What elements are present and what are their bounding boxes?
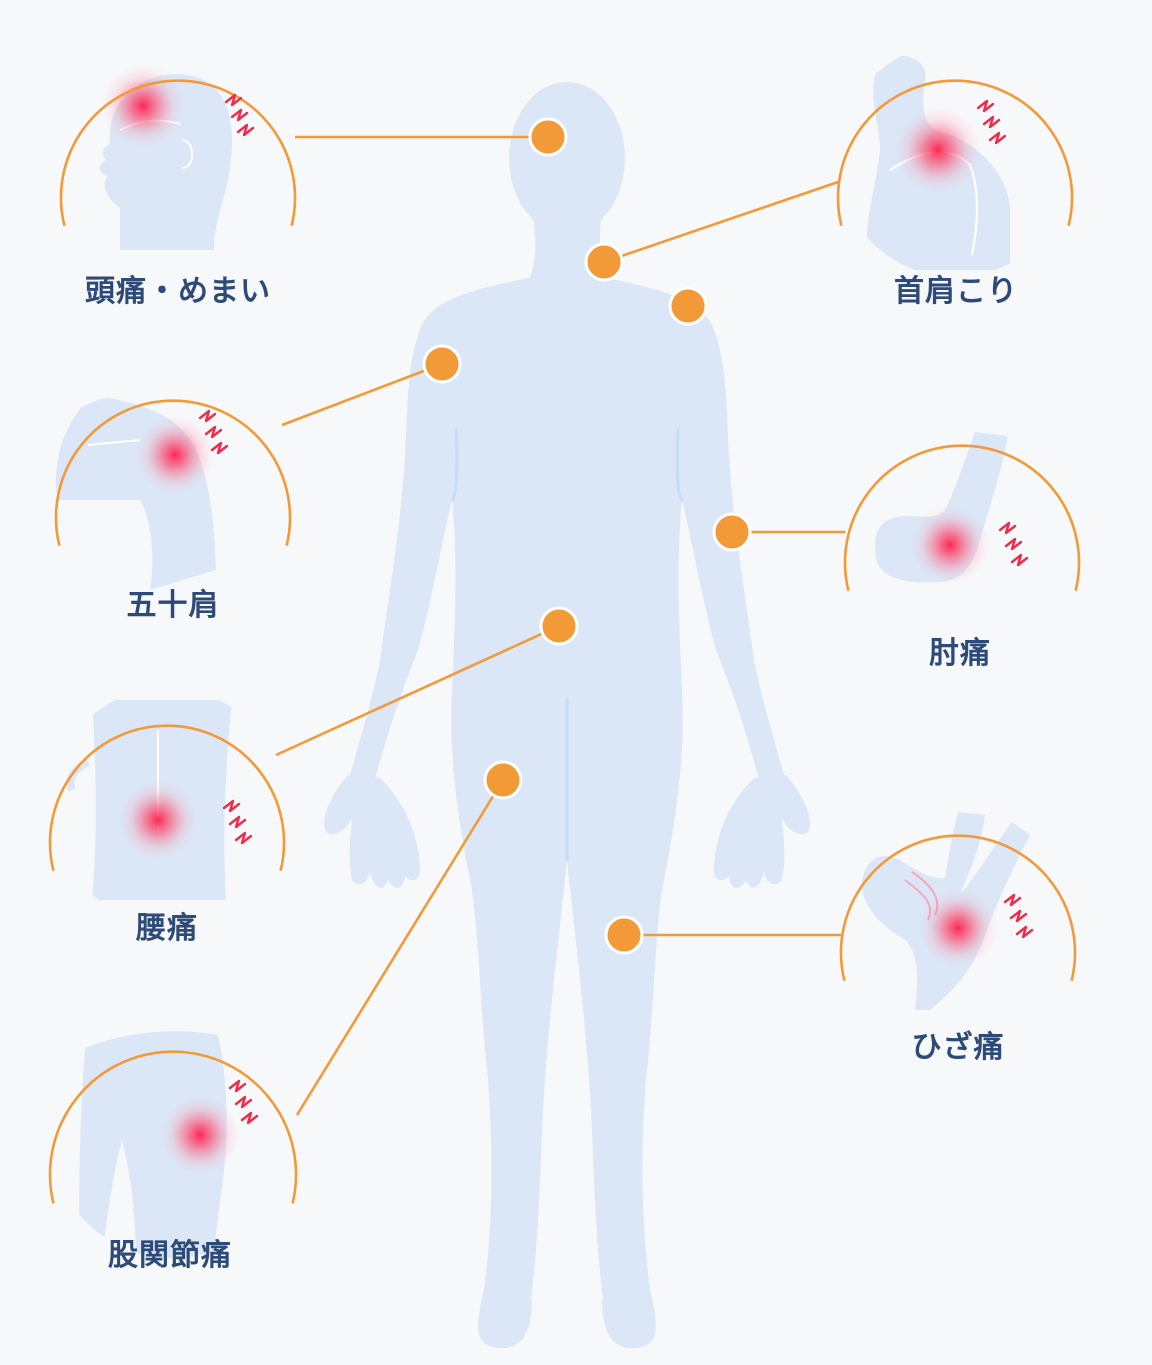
callout-ring: [839, 834, 1077, 982]
callout-stiff-neck: [836, 43, 1074, 277]
pain-glow: [118, 780, 198, 860]
marker-head: [528, 117, 568, 157]
pain-glow: [160, 1095, 240, 1175]
pain-glow: [918, 888, 998, 968]
callout-headache: [59, 43, 297, 277]
callout-ring: [843, 444, 1081, 592]
connector-lines: [275, 135, 847, 1116]
marker-elbow: [712, 512, 752, 552]
pain-glow: [894, 106, 982, 194]
pain-markers: [422, 117, 752, 955]
callout-ring: [54, 399, 292, 547]
label-headache: 頭痛・めまい: [85, 274, 271, 309]
callout-ring: [836, 79, 1074, 227]
marker-right-shoulder: [668, 286, 708, 326]
pain-glow: [910, 505, 990, 585]
callout-hip-joint: [48, 1012, 298, 1258]
marker-lower-back: [539, 606, 579, 646]
callout-knee: [839, 798, 1077, 1032]
marker-left-shoulder: [422, 344, 462, 384]
callout-ring: [48, 1050, 298, 1204]
label-hip-joint-pain: 股関節痛: [108, 1238, 232, 1273]
hip-pelvis: [79, 1031, 227, 1258]
marker-hip: [483, 760, 523, 800]
marker-knee: [604, 915, 644, 955]
callout-ring: [59, 79, 297, 227]
marker-neck: [584, 242, 624, 282]
body-details: [450, 428, 684, 862]
label-lower-back-pain: 腰痛: [136, 911, 198, 946]
label-stiff-neck: 首肩こり: [894, 274, 1018, 309]
label-frozen-shoulder: 五十肩: [126, 588, 220, 623]
pain-glow: [135, 415, 215, 495]
pain-glow: [101, 64, 185, 148]
label-elbow-pain: 肘痛: [929, 636, 991, 671]
callout-elbow: [843, 408, 1081, 642]
callout-frozen-shoulder: [54, 363, 292, 597]
callout-ring: [48, 724, 286, 872]
callout-lower-back: [48, 688, 286, 922]
label-knee-pain: ひざ痛: [911, 1030, 1005, 1065]
